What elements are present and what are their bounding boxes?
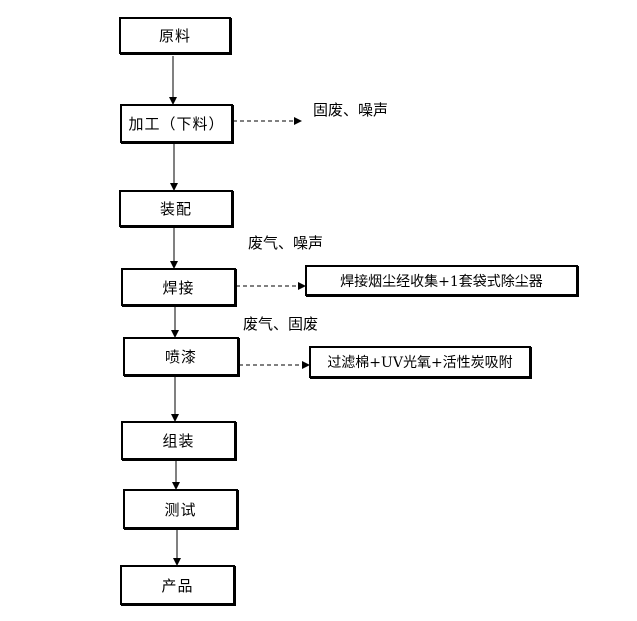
treatment-welding: 焊接烟尘经收集+1套袋式除尘器 — [305, 265, 578, 296]
step-product: 产品 — [120, 565, 235, 605]
emission-processing: 固废、噪声 — [313, 101, 389, 119]
step-assembly: 组装 — [121, 421, 236, 460]
emission-assembly-fit: 废气、噪声 — [248, 234, 324, 252]
treatment-painting: 过滤棉+UV光氧+活性炭吸附 — [309, 346, 531, 378]
step-testing: 测试 — [123, 489, 238, 529]
step-welding: 焊接 — [121, 268, 236, 306]
step-assembly-fit: 装配 — [119, 190, 233, 227]
step-processing: 加工（下料） — [120, 104, 233, 143]
step-raw-material: 原料 — [119, 17, 231, 54]
emission-welding: 废气、固废 — [243, 315, 319, 333]
step-painting: 喷漆 — [123, 337, 239, 376]
